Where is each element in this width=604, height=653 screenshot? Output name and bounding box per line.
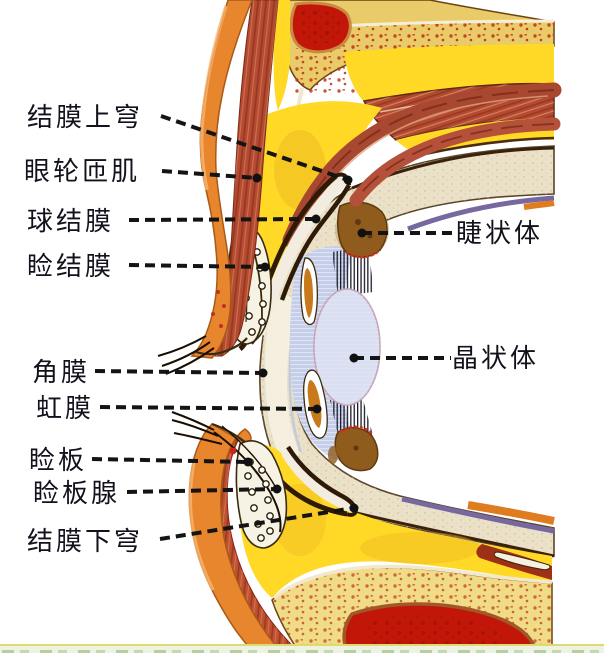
bulbar-conjunctiva-line-lower bbox=[286, 445, 358, 509]
label-inferior-conjunctival-fornix: 结膜下穹 bbox=[27, 527, 144, 557]
bulbar-conjunctiva-line bbox=[279, 183, 351, 301]
leader-cornea bbox=[94, 369, 264, 375]
choroid-line-lower bbox=[401, 496, 555, 534]
inferior-rectus-wedge bbox=[476, 544, 552, 580]
meibomian-glands-lower bbox=[244, 458, 274, 542]
leader-tarsal-plate bbox=[91, 457, 249, 464]
upper-fat-strip bbox=[273, 0, 290, 110]
label-bulbar-conjunctiva: 球结膜 bbox=[27, 207, 115, 237]
leader-tarsal-gland bbox=[126, 487, 278, 494]
leader-dots bbox=[243, 173, 367, 513]
label-superior-conjunctival-fornix: 结膜上穹 bbox=[27, 103, 144, 133]
leader-palpebral-conjunctiva bbox=[128, 263, 266, 269]
choroid-line-upper bbox=[407, 195, 555, 232]
label-tarsal-gland: 睑板腺 bbox=[33, 479, 121, 509]
leader-inferior-conjunctival-fornix bbox=[159, 506, 355, 541]
upper-eyelashes bbox=[157, 335, 215, 375]
label-crystalline-lens: 晶状体 bbox=[452, 344, 540, 374]
label-ciliary-body: 睫状体 bbox=[456, 219, 544, 249]
leader-lines bbox=[91, 114, 452, 541]
inferior-orbital-bone bbox=[271, 564, 553, 653]
label-tarsal-plate: 睑板 bbox=[29, 446, 88, 476]
label-iris: 虹膜 bbox=[36, 394, 95, 424]
label-cornea: 角膜 bbox=[32, 358, 91, 388]
label-orbicularis-oculi-muscle: 眼轮匝肌 bbox=[24, 157, 141, 187]
leader-superior-conjunctival-fornix bbox=[160, 114, 349, 182]
superior-rectus-band bbox=[349, 117, 561, 207]
page-bottom-strip bbox=[0, 644, 604, 653]
lower-eyelashes bbox=[171, 411, 223, 445]
zonular-fibers-upper bbox=[332, 246, 374, 296]
leader-iris bbox=[99, 405, 318, 411]
label-palpebral-conjunctiva: 睑结膜 bbox=[27, 252, 115, 282]
lower-orbital-fat bbox=[238, 445, 552, 598]
